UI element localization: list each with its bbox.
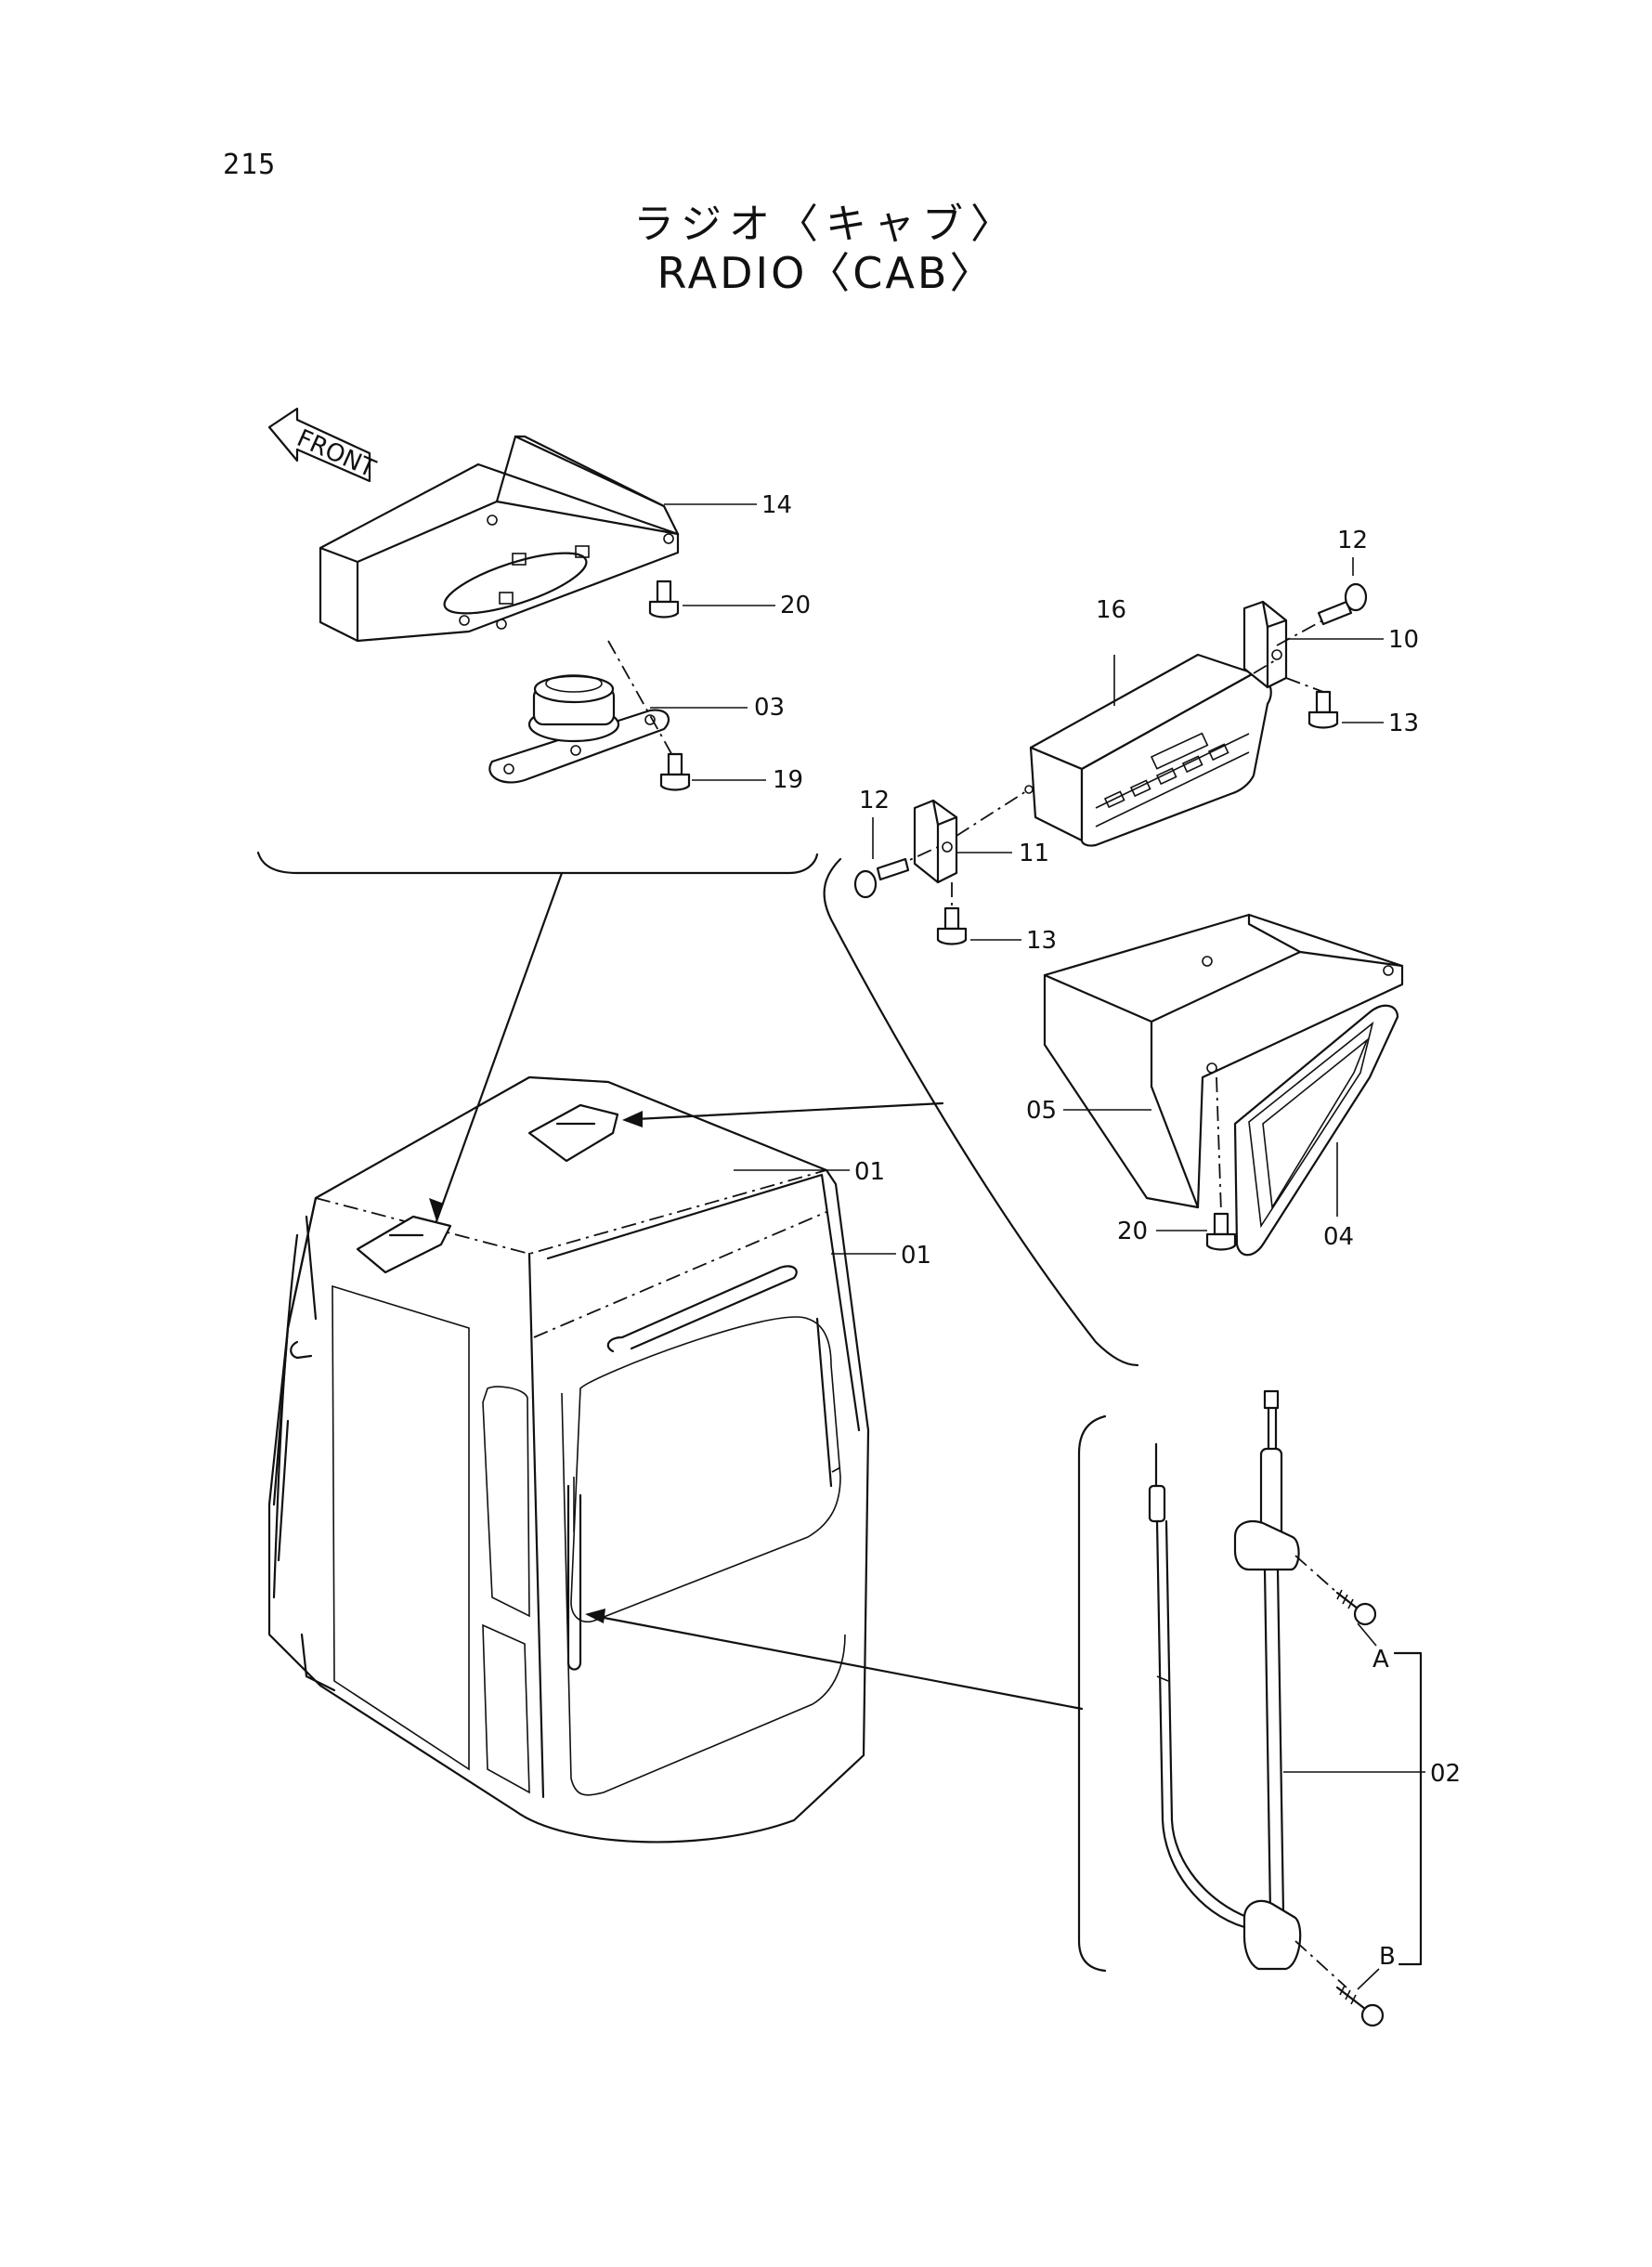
front-label: FRONT (293, 424, 379, 484)
bolt-20-upper (648, 580, 680, 619)
antenna-rod (1233, 1389, 1302, 1971)
radio-bezel (1233, 1004, 1399, 1257)
callout-11: 11 (1019, 840, 1049, 867)
callout-20-upper: 20 (780, 592, 811, 619)
bolt-20-lower (1205, 1212, 1237, 1251)
arrow-antenna-to-cab (585, 1609, 1084, 1711)
speaker (488, 674, 670, 784)
callout-13-right: 13 (1388, 710, 1419, 737)
bolt-12-right (1317, 582, 1368, 626)
callout-04: 04 (1323, 1223, 1354, 1251)
callout-19: 19 (773, 766, 803, 794)
front-arrow-icon: FRONT (267, 407, 380, 484)
bolt-13-right (1307, 690, 1339, 729)
callout-12-right: 12 (1337, 527, 1368, 554)
bolt-12-left (853, 857, 910, 899)
callout-a: A (1372, 1646, 1389, 1674)
callout-13-left: 13 (1026, 927, 1057, 955)
bolt-19 (659, 752, 691, 791)
callout-16: 16 (1096, 596, 1126, 624)
callout-14: 14 (761, 491, 792, 519)
bolt-13-left (936, 906, 968, 945)
screw-a (1294, 1555, 1377, 1626)
callout-b: B (1379, 1943, 1396, 1971)
mounting-bracket-11 (913, 799, 958, 884)
mounting-bracket-10 (1242, 600, 1288, 689)
page-number: 215 (223, 149, 277, 181)
speaker-bracket (319, 435, 680, 643)
title-japanese: ラジオ〈キャブ〉 (632, 201, 1020, 248)
radio-mounting-bracket (1043, 913, 1404, 1209)
callout-03: 03 (754, 694, 785, 722)
title-english: RADIO〈CAB〉 (657, 248, 995, 298)
callout-02: 02 (1430, 1760, 1461, 1788)
callout-01-upper: 01 (854, 1158, 885, 1186)
callout-12-left: 12 (859, 787, 890, 814)
operator-cab (267, 1075, 870, 1844)
radio-unit (1024, 653, 1272, 847)
callout-10: 10 (1388, 626, 1419, 654)
arrow-radio-to-cab (622, 1101, 944, 1127)
screw-b (1294, 1940, 1385, 2027)
antenna-cable (1148, 1442, 1251, 1929)
callout-20-lower: 20 (1117, 1218, 1148, 1245)
callout-05: 05 (1026, 1097, 1057, 1125)
arrow-speaker-to-cab (429, 871, 564, 1223)
callout-01-lower: 01 (901, 1242, 931, 1270)
